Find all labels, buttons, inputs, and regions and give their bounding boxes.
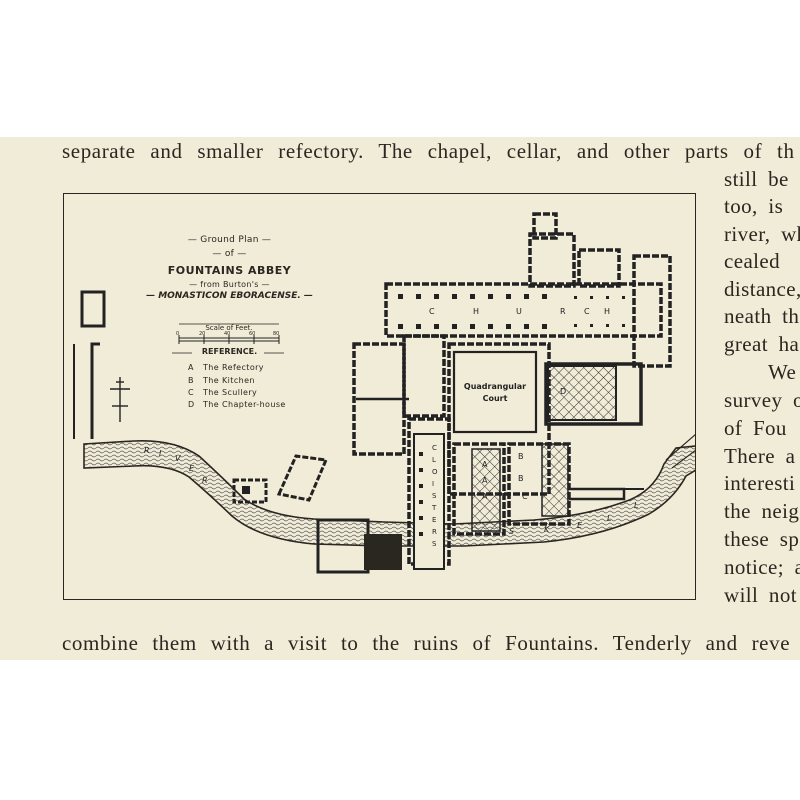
reference-label: The Refectory <box>203 363 264 372</box>
cloisters-letter: S <box>432 492 437 500</box>
plan-title-5: — MONASTICON EBORACENSE. — <box>146 291 313 301</box>
right-column-line: of Fou <box>724 416 787 440</box>
right-column-line: the neig <box>724 499 800 523</box>
boundary-wall <box>90 342 100 439</box>
text-line-top: separate and smaller refectory. The chap… <box>62 139 795 163</box>
cloisters-letter: S <box>432 540 437 548</box>
room-letter: B <box>518 474 524 483</box>
right-column-line: neath th <box>724 304 800 328</box>
plan-title-1: — Ground Plan — <box>187 235 272 245</box>
room-letter: C <box>522 492 528 501</box>
river-letter: I <box>159 449 162 458</box>
right-column-line: will not <box>724 583 797 607</box>
cloisters-letter: E <box>432 516 437 524</box>
right-column-line: still be <box>724 167 789 191</box>
church-letter: U <box>516 307 522 316</box>
gatehouse <box>80 290 106 328</box>
church-letter: H <box>604 307 611 316</box>
river-letter: R <box>202 476 208 485</box>
cloisters-letter: C <box>432 444 437 452</box>
right-column-line: notice; a <box>724 555 800 579</box>
church <box>384 212 672 368</box>
right-column-line: river, wh <box>724 222 800 246</box>
skell-letter: S <box>509 527 515 536</box>
abbey-plan-drawing <box>73 212 695 574</box>
scale-bar <box>178 335 280 344</box>
cloisters-letter: O <box>432 468 438 476</box>
church-letter: C <box>584 307 590 316</box>
right-column-line: too, is <box>724 194 784 218</box>
reference-key: B <box>188 376 194 385</box>
room-letter: D <box>560 387 567 396</box>
reference-label: The Kitchen <box>203 376 255 385</box>
scale-tick: 20 <box>199 331 206 337</box>
ground-plan-figure: — Ground Plan — — of — FOUNTAINS ABBEY —… <box>63 193 696 600</box>
right-column-line: survey o <box>724 388 800 412</box>
court-label: Court <box>482 394 508 403</box>
right-column-line: interesti <box>724 471 796 495</box>
reference-key: A <box>188 363 194 372</box>
room-letter: B <box>518 452 524 461</box>
outbuilding <box>276 454 329 502</box>
compass-cross-icon <box>110 377 130 422</box>
cloisters <box>413 433 445 570</box>
cloisters-letter: L <box>432 456 436 464</box>
right-column-line: cealed <box>724 249 781 273</box>
church-letter: C <box>429 307 435 316</box>
reference-key: C <box>188 388 194 397</box>
right-column-line: There a <box>724 444 796 468</box>
skell-letter: L <box>634 501 639 510</box>
room-letter: A <box>482 460 488 469</box>
reference-label: The Chapter-house <box>203 400 286 409</box>
refectory <box>471 448 501 532</box>
right-column-line: great ha <box>724 332 800 356</box>
right-column-line: We <box>768 360 797 384</box>
text-line-bottom: combine them with a visit to the ruins o… <box>62 631 791 655</box>
scale-label: Scale of Feet. <box>205 324 253 332</box>
cloisters-letter: T <box>432 504 437 512</box>
church-letter: R <box>560 307 566 316</box>
domestic-ranges <box>352 334 643 566</box>
river-skell <box>83 439 695 547</box>
scale-tick: 0 <box>176 331 180 337</box>
court-label: Quadrangular <box>463 382 527 391</box>
river-letter: E <box>189 464 195 473</box>
kitchen <box>541 443 569 517</box>
skell-letter: K <box>544 525 550 534</box>
scale-tick: 40 <box>224 331 231 337</box>
river-letter: V <box>175 454 181 463</box>
reference-heading: REFERENCE. <box>201 347 258 356</box>
church-letter: H <box>473 307 480 316</box>
outbuilding <box>232 478 268 504</box>
scale-tick: 60 <box>249 331 256 337</box>
right-column-line: these spa <box>724 527 800 551</box>
reference-key: D <box>188 400 195 409</box>
right-column-line: distance, <box>724 277 800 301</box>
plan-title-3: FOUNTAINS ABBEY <box>167 264 292 277</box>
reference-label: The Scullery <box>203 388 258 397</box>
plan-title-4: — from Burton's — <box>189 280 270 289</box>
skell-letter: E <box>577 521 583 530</box>
book-page: separate and smaller refectory. The chap… <box>0 137 800 660</box>
room-letter: A <box>482 492 488 501</box>
skell-letter: L <box>607 514 612 523</box>
river-letter: R <box>144 446 150 455</box>
chapter-house <box>547 365 617 421</box>
room-letter: A <box>482 476 488 485</box>
quadrangular-court <box>452 350 538 434</box>
cloisters-letter: R <box>432 528 437 536</box>
scale-tick: 80 <box>273 331 280 337</box>
cloisters-letter: I <box>432 480 435 488</box>
plan-title-2: — of — <box>212 249 247 259</box>
